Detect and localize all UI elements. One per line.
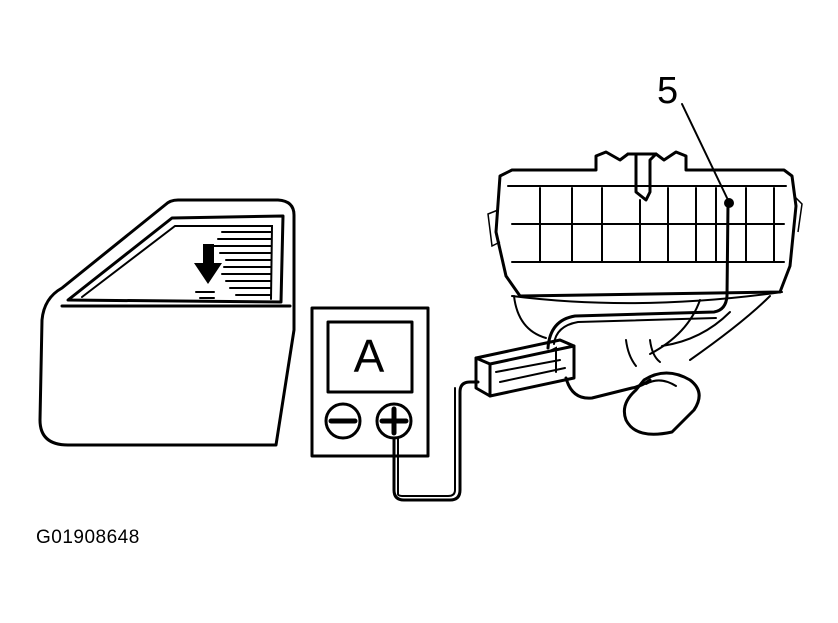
test-lead-wire [392,380,480,502]
window-glass-hatching [195,231,272,299]
window-down-arrow-icon [194,244,222,284]
test-clip [474,338,576,398]
jumper-wire-to-terminal [546,202,730,350]
ground-wire [564,376,652,400]
ammeter-display-letter: A [353,330,385,382]
callout-number-label: 5 [657,70,679,112]
multi-pin-connector [487,150,803,305]
plus-icon [379,406,409,436]
callout-leader-line [681,103,729,201]
figure-code-label: G01908648 [36,527,140,548]
wire-harness [513,295,771,436]
terminal-5-probe-point [724,198,734,208]
car-door [38,198,296,447]
ammeter [310,306,430,458]
